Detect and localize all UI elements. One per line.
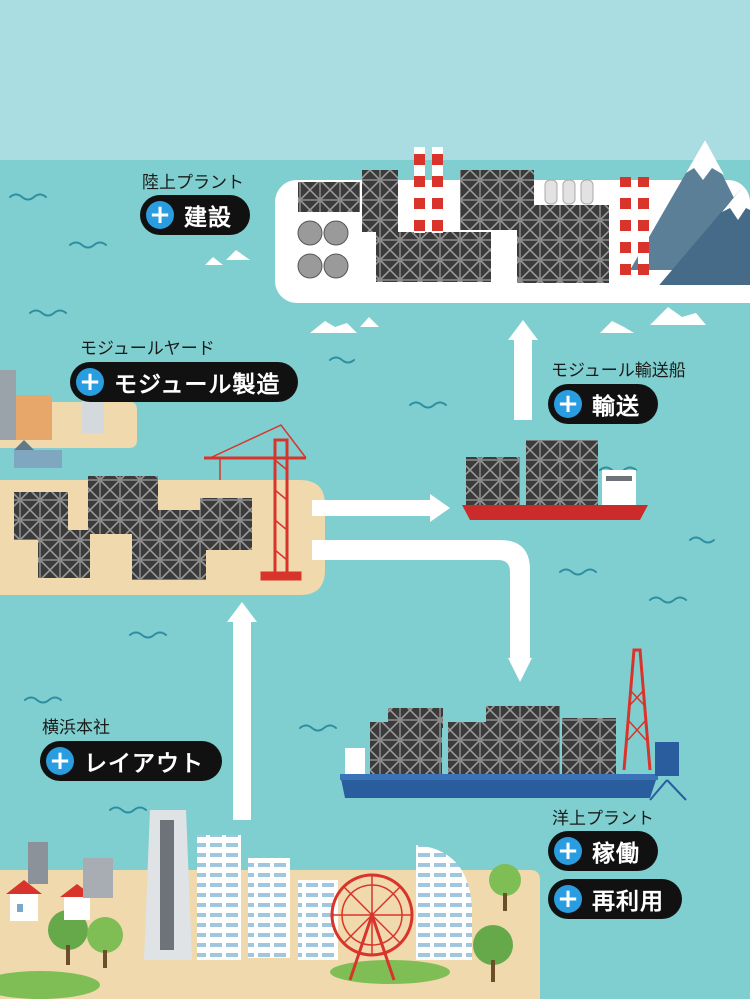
sky (0, 0, 750, 160)
button-label: 稼働 (592, 841, 640, 867)
button-label: 建設 (184, 205, 232, 231)
tower-crane (204, 424, 307, 581)
plus-icon: + (46, 747, 74, 775)
arrow-down-to-offshore (312, 540, 532, 682)
land-plant-construction-button[interactable]: + 建設 (140, 195, 250, 235)
operation-button[interactable]: + 稼働 (548, 831, 658, 871)
plus-icon: + (76, 368, 104, 396)
module-ship-title: モジュール輸送船 (551, 361, 686, 381)
trees (0, 864, 521, 999)
offshore-plant (340, 648, 687, 801)
yokohama-hq-title: 横浜本社 (42, 718, 110, 738)
offshore-plant-title: 洋上プラント (552, 809, 654, 829)
land-plant-title: 陸上プラント (142, 173, 244, 193)
module-yard-land (0, 370, 325, 595)
layout-button[interactable]: + レイアウト (40, 741, 222, 781)
arrow-up-to-land (508, 320, 538, 420)
button-label: 輸送 (592, 394, 640, 420)
plus-icon: + (554, 885, 582, 913)
plus-icon: + (554, 837, 582, 865)
module-ship (462, 440, 648, 520)
ferris-wheel (330, 873, 414, 981)
button-label: 再利用 (592, 889, 664, 915)
button-label: モジュール製造 (114, 372, 281, 398)
land-plant-island (275, 140, 750, 303)
yokohama-land (0, 810, 540, 999)
ice-floes (205, 250, 706, 333)
module-manufacturing-button[interactable]: + モジュール製造 (70, 362, 299, 402)
plus-icon: + (146, 201, 174, 229)
plus-icon: + (554, 390, 582, 418)
flow-arrows (227, 320, 538, 820)
arrow-up-to-yard (227, 602, 257, 820)
arrow-right-to-ship (312, 494, 450, 522)
transport-button[interactable]: + 輸送 (548, 384, 658, 424)
module-yard-title: モジュールヤード (80, 339, 215, 359)
reuse-button[interactable]: + 再利用 (548, 879, 682, 919)
button-label: レイアウト (84, 751, 204, 777)
